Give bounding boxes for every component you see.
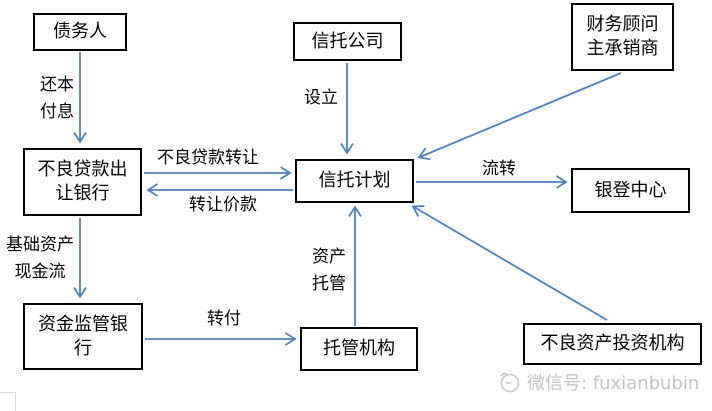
cropped-corner-artifact (0, 392, 16, 411)
edge-label-asset-custody: 资产 托管 (312, 247, 346, 294)
wechat-watermark-icon (500, 372, 520, 393)
edge-label-transfer-price: 转让价款 (189, 195, 257, 215)
node-transfer-bank: 不良贷款出 让银行 (23, 148, 142, 216)
edge-label-repay-principal-interest: 还本 付息 (40, 75, 74, 122)
node-custodian: 托管机构 (300, 327, 418, 371)
edge-label-forward-payment: 转付 (207, 309, 241, 329)
arrow-investor-to-trust-plan (411, 205, 608, 321)
node-yindeng-center: 银登中心 (571, 168, 690, 213)
edge-label-circulation: 流转 (482, 159, 516, 179)
edge-label-underlying-cashflow: 基础资产 现金流 (6, 235, 74, 282)
node-debtor: 债务人 (33, 13, 127, 51)
node-supervision-bank: 资金监管银 行 (23, 303, 143, 370)
edge-label-establish: 设立 (304, 88, 338, 108)
edge-label-npl-transfer: 不良贷款转让 (157, 148, 259, 168)
node-advisor-underwriter: 财务顾问 主承销商 (571, 3, 674, 71)
node-trust-company: 信托公司 (293, 22, 402, 61)
node-trust-plan: 信托计划 (295, 159, 414, 203)
node-npl-investor: 不良资产投资机构 (523, 323, 702, 365)
watermark: 微信号: fuxianbubin (497, 369, 699, 395)
arrow-advisor-to-trust-plan (417, 72, 622, 161)
watermark-text: 微信号: fuxianbubin (527, 373, 700, 394)
